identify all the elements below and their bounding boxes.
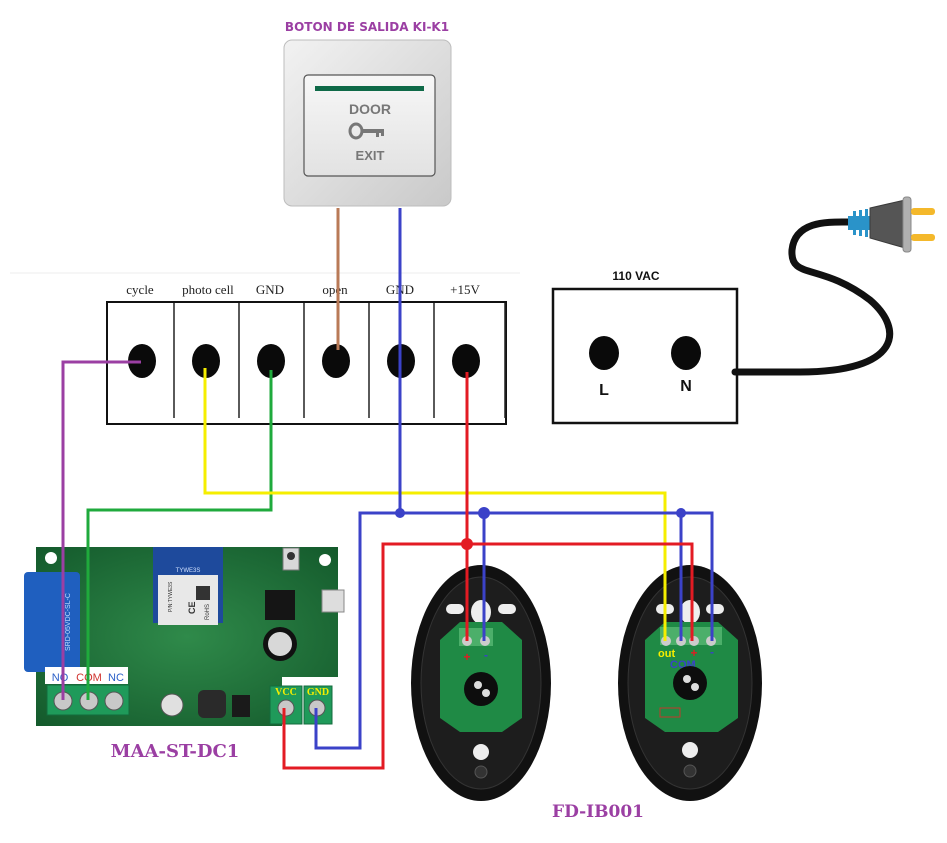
inductor (198, 690, 226, 718)
terminal-label-open: open (322, 282, 348, 297)
wire-yellow-photocell (203, 368, 667, 641)
junction-dot (461, 538, 473, 550)
receiver-minus: - (710, 645, 714, 659)
transmitter-minus: - (484, 648, 488, 662)
power-block: 110 VAC L N (551, 269, 739, 425)
wifi-module-pn: P/N:TYWE3S (168, 581, 174, 612)
small-capacitor (160, 693, 184, 717)
terminal-hole-l (589, 336, 619, 370)
terminal-hole-photo-cell (192, 344, 220, 378)
exit-button: BOTON DE SALIDA KI-K1 DOOR EXIT (283, 20, 452, 207)
terminal-hole-gnd-1 (257, 344, 285, 378)
power-terminal-vcc: VCC (275, 687, 297, 698)
power-plug-icon (731, 196, 935, 376)
wifi-module-label: TYWE3S (176, 568, 201, 574)
relay-terminal-no: NO (52, 672, 69, 684)
ce-mark: CE (187, 601, 197, 614)
wires (61, 208, 714, 770)
junction-dot (676, 508, 686, 518)
terminal-label-l: L (599, 382, 609, 399)
wire-purple-cycle (61, 360, 141, 700)
power-terminal-gnd: GND (307, 687, 329, 698)
controller-terminal-block: cycle photo cell GND open GND +15V (10, 272, 520, 425)
junction-dot (478, 507, 490, 519)
terminal-hole-cycle (128, 344, 156, 378)
exit-label: EXIT (356, 148, 385, 163)
photocell-name: FD-IB001 (552, 802, 644, 822)
terminal-label-cycle: cycle (126, 282, 154, 297)
rohs-mark: RoHS (205, 604, 211, 620)
wire-red-bus (282, 542, 694, 770)
photocell-transmitter: + - (411, 565, 551, 801)
junction-dot (395, 508, 405, 518)
wire-blue-bus (314, 511, 714, 750)
terminal-hole-n (671, 336, 701, 370)
terminal-hole-15v (452, 344, 480, 378)
button-face (303, 74, 436, 177)
terminal-label-15v: +15V (450, 282, 480, 297)
terminal-label-n: N (680, 378, 692, 395)
door-label: DOOR (349, 101, 391, 117)
svg-text:SRD-05VDC-SL-C: SRD-05VDC-SL-C (65, 593, 72, 651)
receiver-plus: + (690, 646, 697, 660)
terminal-hole-open (322, 344, 350, 378)
transmitter-plus: + (463, 650, 470, 664)
led-strip (315, 86, 424, 91)
relay (24, 572, 80, 672)
key-icon (348, 122, 384, 140)
receiver-out: out (658, 648, 675, 660)
terminal-label-gnd-1: GND (256, 282, 284, 297)
terminal-label-photo-cell: photo cell (182, 282, 234, 297)
photocell-receiver: out COM + - FD-IB001 (552, 565, 762, 822)
exit-button-title: BOTON DE SALIDA KI-K1 (285, 20, 449, 34)
power-block-title: 110 VAC (612, 269, 659, 283)
usb-port (321, 589, 345, 613)
relay-module: SRD-05VDC-SL-C TYWE3S P/N:TYWE3S CE RoHS… (24, 547, 345, 762)
terminal-block-frame (106, 301, 507, 425)
wire-green-gnd (86, 370, 273, 700)
relay-module-name: MAA-ST-DC1 (111, 741, 240, 762)
relay-terminal-nc: NC (108, 672, 124, 684)
power-block-frame (551, 287, 739, 425)
